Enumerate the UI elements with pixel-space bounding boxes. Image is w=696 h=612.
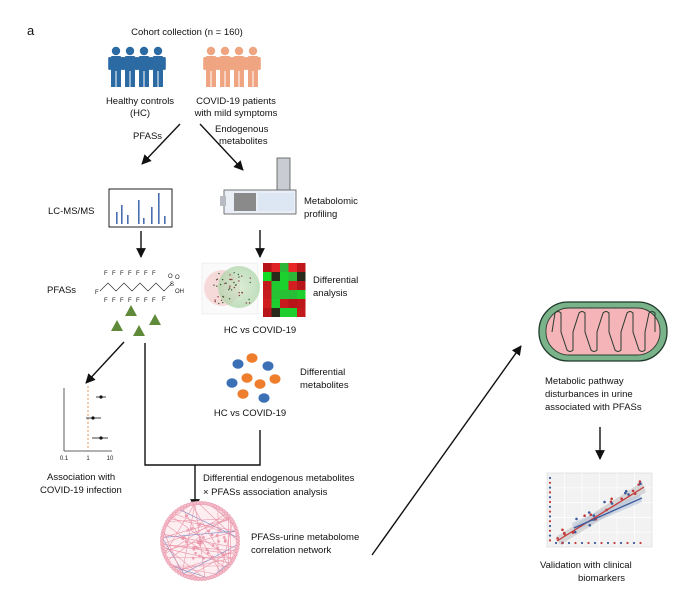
pfas-molecule-icon: F F F F F F F F F F F F F F F F S O O OH (95, 271, 184, 304)
svg-text:O: O (175, 275, 180, 281)
lcms-label: LC-MS/MS (48, 206, 94, 217)
heatmap-icon (263, 263, 306, 317)
svg-text:F: F (95, 290, 99, 296)
mitochondrion-icon (538, 301, 668, 362)
association-label: Association with (47, 472, 115, 483)
svg-text:10: 10 (107, 456, 114, 462)
differential-metabolites-dots-icon (226, 353, 281, 403)
branch-label-pfas: PFASs (133, 131, 162, 142)
svg-text:F: F (136, 271, 140, 277)
svg-text:0.1: 0.1 (60, 456, 69, 462)
differential-metabolites-label: Differential (300, 367, 345, 378)
svg-text:F: F (120, 298, 124, 304)
network-label-2: correlation network (251, 545, 332, 556)
svg-text:F: F (128, 271, 132, 277)
svg-text:F: F (152, 298, 156, 304)
panel-label: a (27, 23, 35, 38)
svg-text:F: F (152, 271, 156, 277)
integration-label: Differential endogenous metabolites (203, 473, 355, 484)
svg-text:F: F (144, 298, 148, 304)
healthy-controls-people-icon (108, 46, 166, 87)
svg-text:F: F (104, 271, 108, 277)
pfas-triangles-icon (111, 305, 161, 336)
validation-label-2: biomarkers (578, 573, 625, 584)
covid-label: COVID-19 patients (196, 96, 276, 107)
arrow-to-lcms (141, 123, 181, 165)
healthy-label-abbrev: (HC) (130, 108, 150, 119)
svg-text:S: S (170, 282, 174, 288)
svg-text:F: F (136, 298, 140, 304)
covid-patients-people-icon (203, 46, 261, 87)
differential-metabolites-label-2: metabolites (300, 380, 349, 391)
svg-text:F: F (128, 298, 132, 304)
integration-label-2: × PFASs association analysis (203, 487, 328, 498)
metabolomic-label: Metabolomic (304, 196, 358, 207)
comparison-label-2: HC vs COVID-19 (214, 408, 286, 419)
pathway-label-3: associated with PFASs (545, 402, 642, 413)
branch-label-endogenous-2: metabolites (219, 136, 268, 147)
arrow-to-association (85, 341, 125, 384)
merge-connector (144, 343, 261, 466)
network-label: PFASs-urine metabolome (251, 532, 359, 543)
chromatogram-icon (108, 188, 173, 228)
validation-scatter-icon (546, 472, 653, 548)
svg-text:F: F (104, 298, 108, 304)
differential-analysis-label-2: analysis (313, 288, 348, 299)
differential-analysis-label: Differential (313, 275, 358, 286)
pfas-label: PFASs (47, 285, 76, 296)
svg-text:F: F (144, 271, 148, 277)
validation-label: Validation with clinical (540, 560, 632, 571)
covid-label-detail: with mild symptoms (194, 108, 278, 119)
pathway-label: Metabolic pathway (545, 376, 624, 387)
metabolomic-label-2: profiling (304, 209, 337, 220)
svg-text:F: F (112, 298, 116, 304)
comparison-label-1: HC vs COVID-19 (224, 325, 296, 336)
svg-text:1: 1 (86, 456, 90, 462)
arrow-to-metabolomics (199, 123, 244, 171)
healthy-label: Healthy controls (106, 96, 174, 107)
arrow-to-pathway (371, 345, 522, 556)
pathway-label-2: disturbances in urine (545, 389, 633, 400)
mass-spectrometer-icon (220, 157, 297, 215)
cohort-title: Cohort collection (n = 160) (131, 27, 243, 38)
svg-text:O: O (168, 274, 173, 280)
svg-text:F: F (112, 271, 116, 277)
association-label-2: COVID-19 infection (40, 485, 122, 496)
svg-text:F: F (162, 297, 166, 303)
svg-text:OH: OH (175, 289, 184, 295)
correlation-network-icon (159, 501, 240, 582)
forest-plot-icon: 0.1 1 10 (60, 386, 114, 462)
branch-label-endogenous: Endogenous (215, 124, 269, 135)
pca-scatter-icon (201, 262, 260, 315)
svg-text:F: F (120, 271, 124, 277)
